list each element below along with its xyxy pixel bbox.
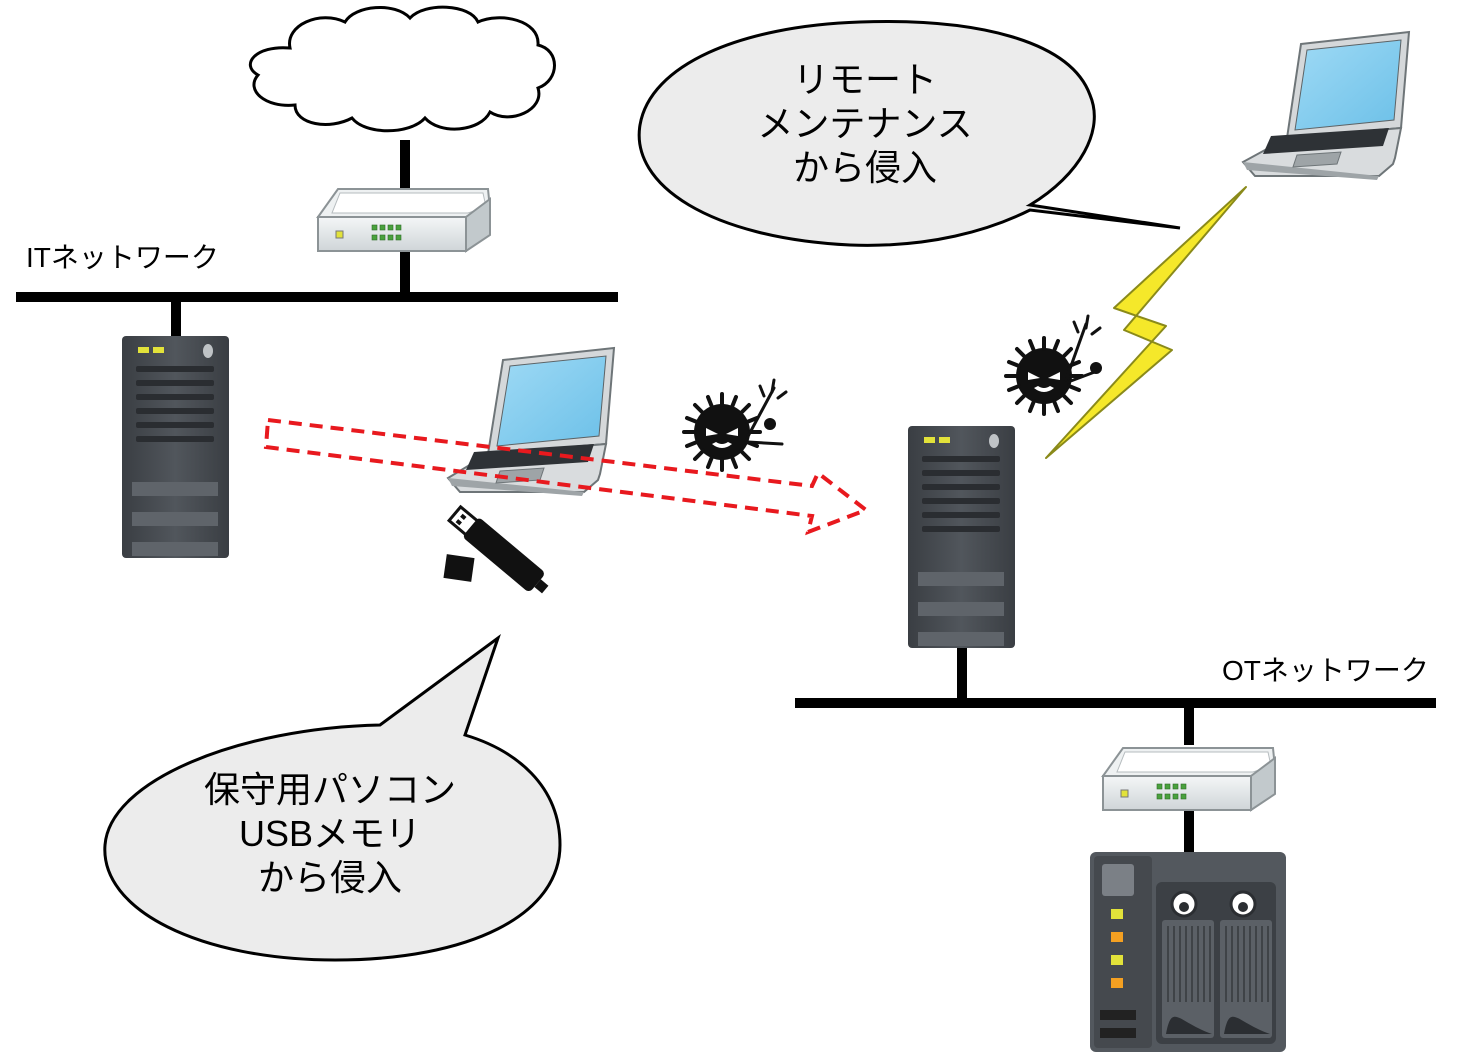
ot-network-label: OTネットワーク xyxy=(1222,655,1429,686)
remote-line-2: メンテナンス xyxy=(757,102,973,144)
internet-cloud-icon xyxy=(249,5,556,133)
maintenance-laptop-icon xyxy=(446,346,616,496)
usb-intrusion-text: 保守用パソコン USBメモリ から侵入 xyxy=(160,768,500,900)
it-server-icon xyxy=(122,336,229,558)
ot-router-icon xyxy=(1101,747,1277,812)
router-icon xyxy=(316,188,492,253)
usb-line-3: から侵入 xyxy=(257,856,402,898)
usb-intrusion-bubble xyxy=(103,633,562,962)
usb-line-1: 保守用パソコン xyxy=(203,769,456,810)
it-network-label: ITネットワーク xyxy=(26,242,219,273)
remote-line-3: から侵入 xyxy=(792,146,937,188)
drive-bay-right xyxy=(1220,890,1272,1038)
drive-bay-left xyxy=(1162,890,1214,1038)
it-network-bus xyxy=(16,140,618,338)
usb-line-2: USBメモリ xyxy=(238,812,422,854)
malware-virus-remote-icon xyxy=(1004,314,1102,416)
ot-network-bus xyxy=(795,648,1436,852)
ot-server-icon xyxy=(908,426,1015,648)
remote-maintenance-bubble xyxy=(637,20,1181,247)
remote-laptop-icon xyxy=(1241,30,1411,180)
controller-device-icon xyxy=(1090,852,1286,1052)
lightning-bolt-icon xyxy=(1045,186,1247,459)
remote-maintenance-text: リモート メンテナンス から侵入 xyxy=(700,58,1030,190)
malware-virus-icon xyxy=(682,378,788,472)
usb-attack-path-arrow xyxy=(263,417,871,536)
usb-memory-icon xyxy=(443,504,549,594)
remote-line-1: リモート xyxy=(792,59,937,100)
